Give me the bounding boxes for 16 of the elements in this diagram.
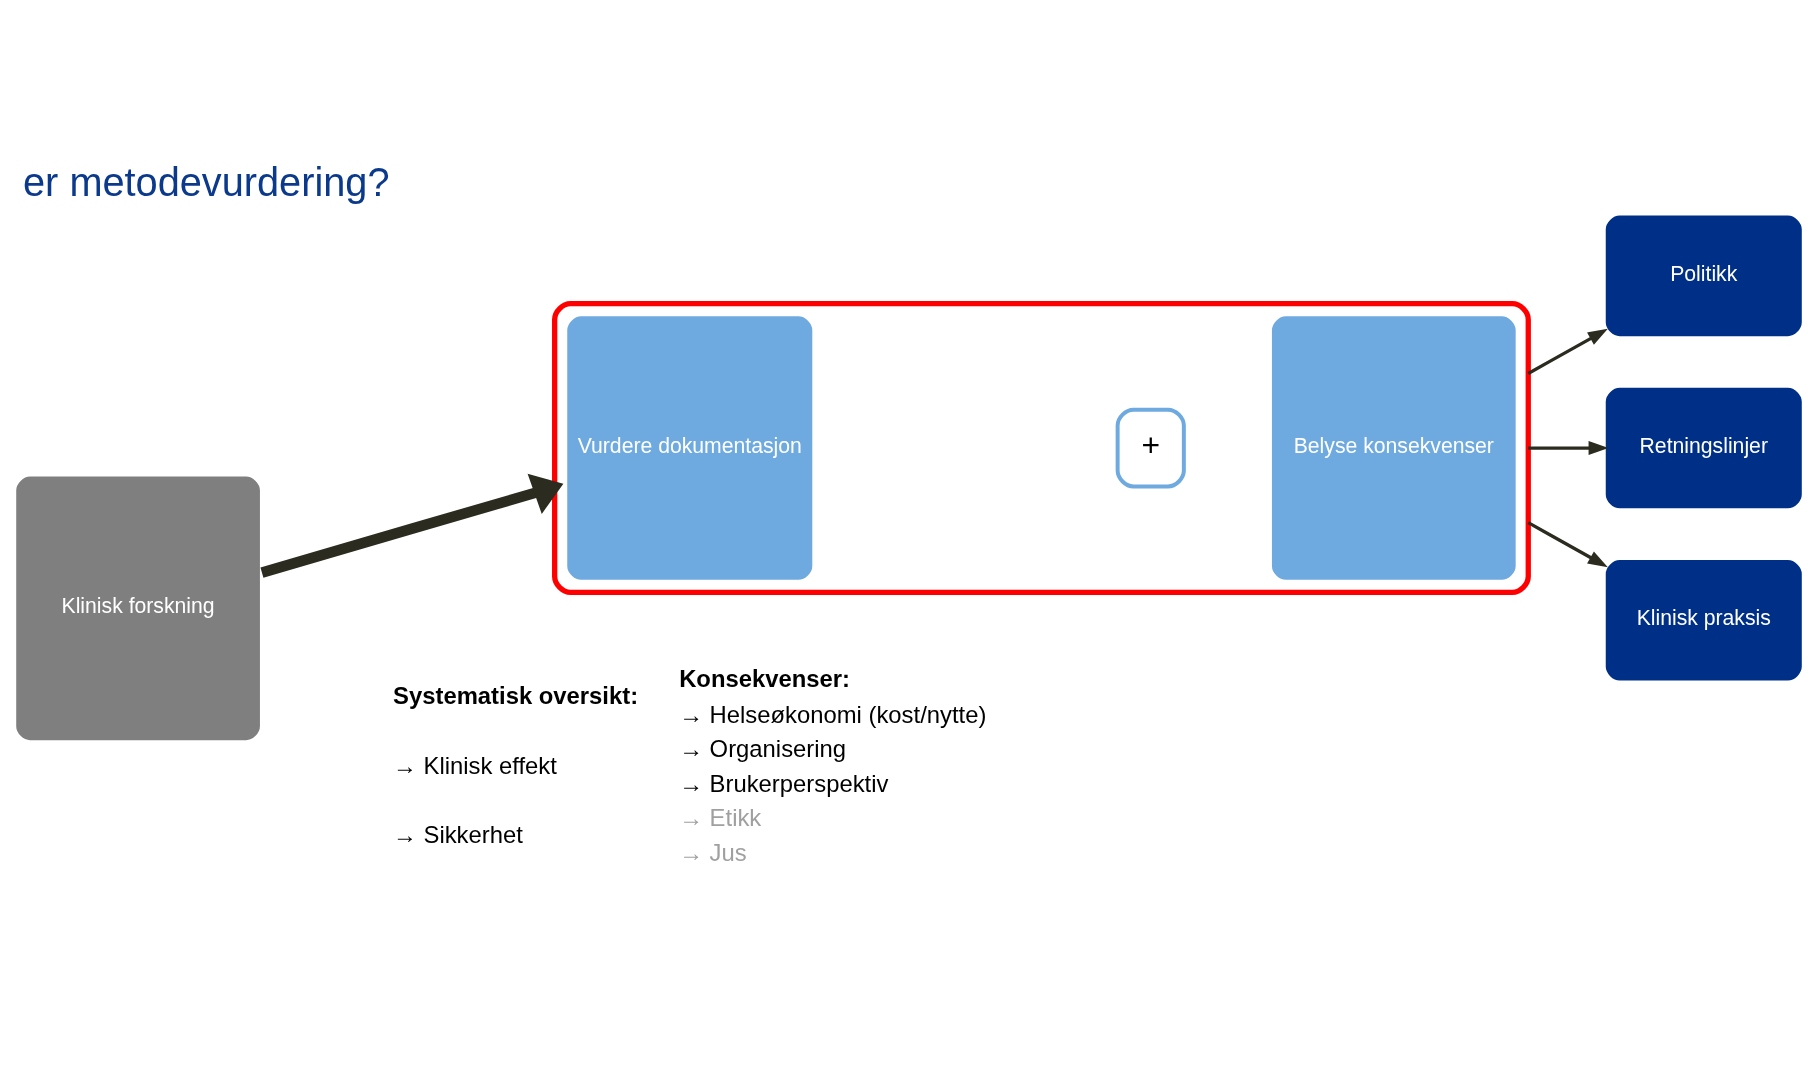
label: → Organisering xyxy=(679,734,847,762)
diagram-title: er metodevurdering? xyxy=(23,159,390,204)
label: Systematisk oversikt: xyxy=(393,681,639,709)
arrow xyxy=(1527,328,1608,375)
label: → Helseøkonomi (kost/nytte) xyxy=(679,700,987,728)
arrow xyxy=(1527,520,1608,567)
label: → Klinisk effekt xyxy=(393,751,557,779)
label: → Jus xyxy=(679,838,747,866)
arrow xyxy=(260,473,564,578)
cluster xyxy=(552,300,1531,595)
arrow xyxy=(1528,440,1609,455)
label: Konsekvenser: xyxy=(679,664,851,692)
label: → Sikkerhet xyxy=(393,820,523,848)
label: → Etikk xyxy=(679,803,762,831)
label: → Brukerperspektiv xyxy=(679,769,889,797)
node-box: + xyxy=(1115,407,1186,488)
